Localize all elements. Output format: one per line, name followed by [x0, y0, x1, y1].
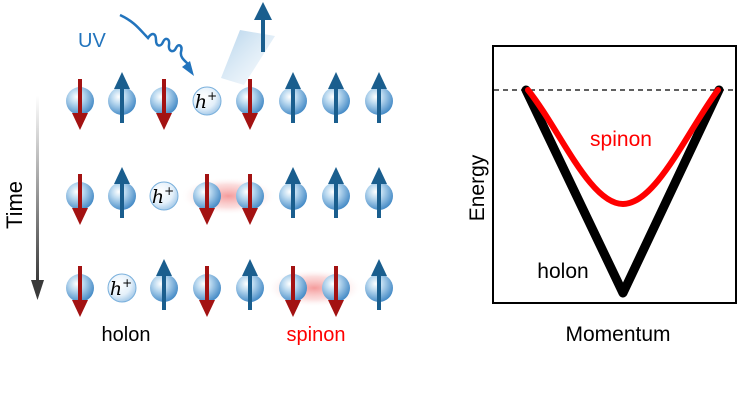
spin-down-site — [66, 266, 94, 317]
hole-sphere — [192, 86, 222, 116]
spin-up-arrow-head — [371, 259, 387, 276]
spin-down-arrow-head — [156, 113, 172, 130]
spin-down-site — [193, 174, 221, 225]
plot-frame — [492, 45, 737, 304]
spin-down-site — [150, 79, 178, 130]
time-axis: Time — [2, 96, 44, 300]
uv-wave — [119, 13, 189, 65]
spin-up-site — [365, 72, 393, 123]
spin-up-site — [150, 259, 178, 310]
spin-down-arrow-head — [328, 300, 344, 317]
hole-sphere — [149, 181, 179, 211]
spin-up-arrow-head — [371, 72, 387, 89]
spin-up-site — [365, 259, 393, 310]
hole-sphere — [107, 273, 137, 303]
spin-up-arrow-head — [156, 259, 172, 276]
spin-up-site — [108, 72, 136, 123]
spin-up-site — [322, 167, 350, 218]
spinon-curve-label: spinon — [590, 128, 652, 151]
spin-down-arrow-head — [72, 208, 88, 225]
spin-down-arrow-head — [285, 300, 301, 317]
spin-up-arrow-head — [328, 167, 344, 184]
hole-charge: + — [207, 89, 217, 103]
hole-charge: + — [122, 276, 132, 290]
spin-down-arrow-head — [72, 300, 88, 317]
spin-down-arrow-head — [72, 113, 88, 130]
spin-up-arrow-head — [328, 72, 344, 89]
time-arrow-head — [31, 280, 44, 300]
time-arrow-shaft — [36, 96, 39, 282]
spin-up-site — [322, 72, 350, 123]
spin-up-arrow-head — [114, 167, 130, 184]
spin-up-arrow-head — [285, 72, 301, 89]
spin-down-site — [193, 266, 221, 317]
ejected-spin-arrow-head — [254, 2, 272, 20]
spin-down-site — [66, 79, 94, 130]
uv-arrow-head — [182, 61, 194, 76]
uv-label: UV — [78, 30, 106, 52]
spinon-dispersion-curve — [525, 87, 721, 208]
spin-down-site — [236, 79, 264, 130]
holon-dispersion-curve — [521, 85, 724, 298]
hole-charge: + — [164, 184, 174, 198]
spin-up-arrow-head — [114, 72, 130, 89]
spin-up-site — [279, 72, 307, 123]
holon-curve-label: holon — [537, 260, 588, 283]
spin-down-arrow-head — [242, 208, 258, 225]
spin-up-site — [108, 167, 136, 218]
spin-up-site — [365, 167, 393, 218]
spin-up-arrow-head — [371, 167, 387, 184]
spin-down-arrow-head — [242, 113, 258, 130]
electron-beam — [221, 30, 275, 85]
energy-axis-label: Energy — [466, 154, 489, 221]
uv-photon: UV — [78, 13, 194, 76]
ejected-electron — [221, 2, 275, 85]
spin-up-site — [236, 259, 264, 310]
spinon-caption: spinon — [287, 324, 346, 346]
spin-down-site — [322, 266, 350, 317]
spin-down-arrow-head — [199, 208, 215, 225]
spin-up-arrow-head — [285, 167, 301, 184]
holon-site: h+ — [149, 181, 179, 211]
holon-site: h+ — [107, 273, 137, 303]
spin-up-site — [279, 167, 307, 218]
spin-up-arrow-head — [242, 259, 258, 276]
holon-site: h+ — [192, 86, 222, 116]
momentum-axis-label: Momentum — [565, 323, 670, 346]
holon-caption: holon — [102, 324, 151, 346]
dispersion-plot: spinon holon Energy Momentum — [466, 45, 737, 346]
spin-down-site — [279, 266, 307, 317]
spin-down-site — [66, 174, 94, 225]
time-label: Time — [2, 181, 27, 229]
spin-down-arrow-head — [199, 300, 215, 317]
spin-lattice: h+ h+ h+ — [66, 72, 393, 317]
spin-down-site — [236, 174, 264, 225]
